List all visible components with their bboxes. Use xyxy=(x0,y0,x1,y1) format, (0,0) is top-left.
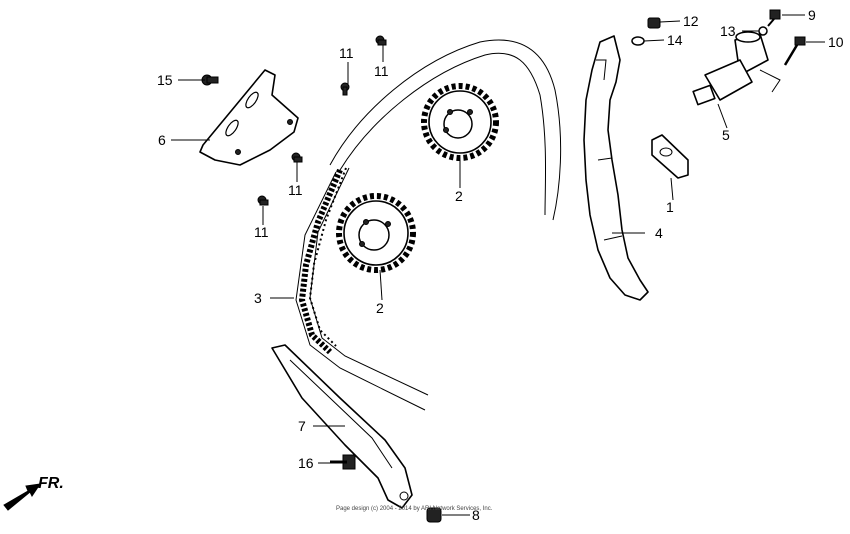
copyright-footer: Page design (c) 2004 - 2014 by ARI Netwo… xyxy=(336,506,493,512)
front-direction-indicator: FR. xyxy=(3,475,64,511)
tensioner-lifter[interactable] xyxy=(692,31,781,106)
cam-sprocket-lower[interactable] xyxy=(336,193,416,273)
bolt-16[interactable] xyxy=(330,454,356,470)
cam-chain[interactable] xyxy=(295,39,562,411)
cam-sprocket-upper[interactable] xyxy=(421,83,499,161)
tensioner-gasket[interactable] xyxy=(651,134,689,179)
bolt-11-d[interactable] xyxy=(257,195,269,206)
callout-1: 1 xyxy=(666,199,674,215)
bolt-11-a[interactable] xyxy=(340,82,350,96)
callout-10: 10 xyxy=(828,34,844,50)
bolt-8[interactable] xyxy=(426,507,442,523)
tensioner-slipper[interactable] xyxy=(583,35,649,301)
callout-12: 12 xyxy=(683,13,699,29)
callout-3: 3 xyxy=(254,290,262,306)
callout-14: 14 xyxy=(667,32,683,48)
bolt-10[interactable] xyxy=(783,36,806,66)
bolt-11-c[interactable] xyxy=(291,152,303,163)
bolt-9[interactable] xyxy=(767,9,781,27)
washer-14[interactable] xyxy=(631,36,645,46)
callout-8: 8 xyxy=(472,507,480,523)
bolt-12[interactable] xyxy=(647,17,661,29)
callout-9: 9 xyxy=(808,7,816,23)
chain-guide-upper[interactable] xyxy=(199,69,299,166)
callout-11-c: 11 xyxy=(288,182,303,198)
bolt-11-b[interactable] xyxy=(375,35,387,46)
callout-2-lower-sprocket: 2 xyxy=(376,300,384,316)
direction-label: FR. xyxy=(38,475,64,492)
callout-11-b: 11 xyxy=(374,63,389,79)
callout-5: 5 xyxy=(722,127,730,143)
callout-2-upper-sprocket: 2 xyxy=(455,188,463,204)
washer-13[interactable] xyxy=(758,26,768,36)
arrow-icon xyxy=(3,483,42,511)
callout-15: 15 xyxy=(157,72,173,88)
callout-4: 4 xyxy=(655,225,663,241)
callout-7: 7 xyxy=(298,418,306,434)
callout-11-d: 11 xyxy=(254,224,269,240)
callout-16: 16 xyxy=(298,455,314,471)
callout-13: 13 xyxy=(720,23,736,39)
callout-11-a: 11 xyxy=(339,45,354,61)
bolt-15[interactable] xyxy=(201,74,219,86)
callout-6: 6 xyxy=(158,132,166,148)
leader-lines xyxy=(171,14,825,516)
